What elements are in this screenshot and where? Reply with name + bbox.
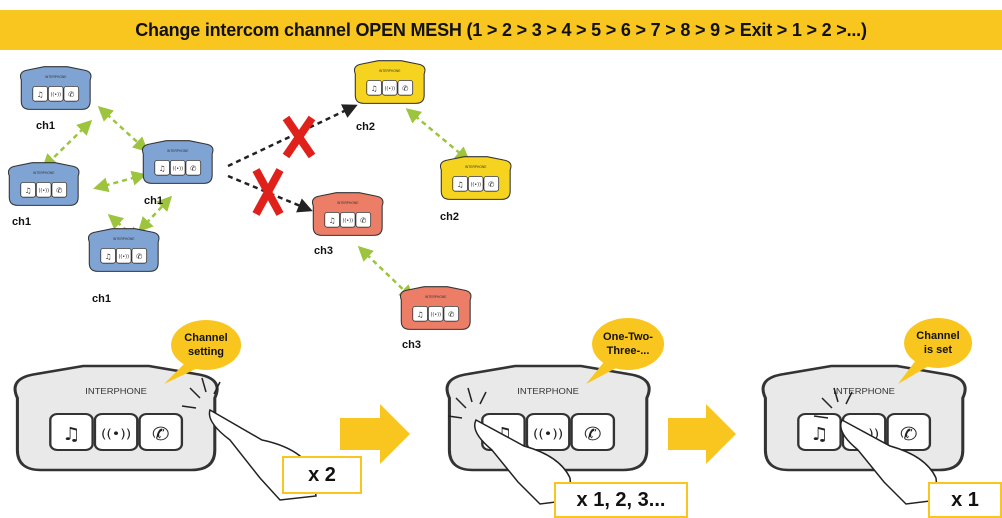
cross-icon xyxy=(282,115,316,159)
press-count-badge: x 1 xyxy=(928,482,1002,518)
device-red-2 xyxy=(399,286,472,330)
press-count-badge: x 2 xyxy=(282,456,362,494)
device-label: ch2 xyxy=(440,211,459,223)
title-banner: Change intercom channel OPEN MESH (1 > 2… xyxy=(0,10,1002,50)
device-label: ch2 xyxy=(356,121,375,133)
bubble-line: Three-... xyxy=(607,345,650,357)
hand-pointer-icon xyxy=(813,387,939,505)
device-blue-1 xyxy=(19,66,92,110)
bubble-line: One-Two- xyxy=(603,331,653,343)
device-label: ch1 xyxy=(92,293,111,305)
device-label: ch1 xyxy=(144,195,163,207)
speech-bubble: One-Two- Three-... xyxy=(586,318,665,384)
step-device-1 xyxy=(13,364,219,472)
bubble-line: Channel xyxy=(916,330,959,342)
step-arrow xyxy=(340,404,736,464)
press-count-badge: x 1, 2, 3... xyxy=(554,482,688,518)
title-text: Change intercom channel OPEN MESH (1 > 2… xyxy=(135,19,867,40)
device-label: ch3 xyxy=(402,339,421,351)
step-device-2 xyxy=(445,364,651,472)
bubble-line: Channel xyxy=(184,332,227,344)
device-blue-2 xyxy=(7,162,80,206)
device-label: ch1 xyxy=(36,120,55,132)
speech-bubble: Channel is set xyxy=(898,318,973,384)
device-label: ch1 xyxy=(12,216,31,228)
bubble-line: is set xyxy=(924,344,952,356)
mesh-links-blocked xyxy=(227,104,358,213)
device-red-1 xyxy=(311,192,384,236)
speech-bubble: Channel setting xyxy=(164,320,242,384)
device-yellow-2 xyxy=(439,156,512,200)
device-blue-4 xyxy=(87,228,160,272)
device-yellow-1 xyxy=(353,60,426,104)
bubble-line: setting xyxy=(188,346,224,358)
device-label: ch3 xyxy=(314,245,333,257)
cross-icon xyxy=(252,168,284,216)
device-blue-3 xyxy=(141,140,214,184)
